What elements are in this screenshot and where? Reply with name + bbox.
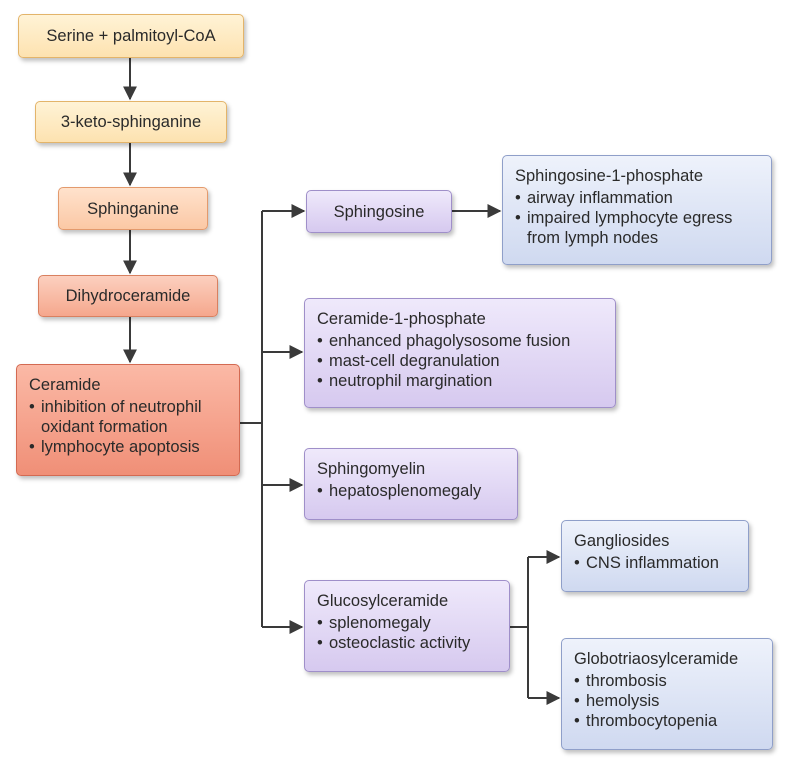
- ceramide-effect: lymphocyte apoptosis: [29, 437, 229, 457]
- node-title: Gangliosides: [574, 532, 670, 550]
- node-label: Dihydroceramide: [65, 287, 191, 305]
- node-label: Serine + palmitoyl-CoA: [46, 27, 216, 45]
- node-label: 3-keto-sphinganine: [60, 113, 202, 131]
- node-3-keto-sphinganine: 3-keto-sphinganine: [35, 101, 227, 143]
- node-title: Ceramide: [29, 376, 101, 394]
- glucosylceramide-effect: splenomegaly: [317, 613, 499, 633]
- node-globotriaosylceramide: Globotriaosylceramide thrombosis hemolys…: [561, 638, 773, 750]
- node-title: Ceramide-1-phosphate: [317, 310, 486, 328]
- node-dihydroceramide: Dihydroceramide: [38, 275, 218, 317]
- node-sphingosine: Sphingosine: [306, 190, 452, 233]
- node-ceramide: Ceramide inhibition of neutrophil oxidan…: [16, 364, 240, 476]
- node-sphingomyelin: Sphingomyelin hepatosplenomegaly: [304, 448, 518, 520]
- c1p-effect: mast-cell degranulation: [317, 351, 605, 371]
- node-sphingosine-1-phosphate: Sphingosine-1-phosphate airway inflammat…: [502, 155, 772, 265]
- node-label: Sphingosine: [333, 202, 425, 221]
- node-ceramide-1-phosphate: Ceramide-1-phosphate enhanced phagolysos…: [304, 298, 616, 408]
- node-title: Sphingosine-1-phosphate: [515, 167, 704, 185]
- s1p-effect: airway inflammation: [515, 188, 761, 208]
- s1p-effect-continued: from lymph nodes: [527, 229, 659, 247]
- ceramide-effect-continued: oxidant formation: [41, 418, 168, 436]
- globotriaosylceramide-effect: thrombocytopenia: [574, 711, 762, 731]
- c1p-effect: enhanced phagolysosome fusion: [317, 331, 605, 351]
- globotriaosylceramide-effect: hemolysis: [574, 691, 762, 711]
- node-glucosylceramide: Glucosylceramide splenomegaly osteoclast…: [304, 580, 510, 672]
- globotriaosylceramide-effect: thrombosis: [574, 671, 762, 691]
- sphingomyelin-effect: hepatosplenomegaly: [317, 481, 507, 501]
- node-label: Sphinganine: [87, 199, 179, 218]
- ceramide-effect: inhibition of neutrophil: [29, 397, 229, 417]
- s1p-effect: impaired lymphocyte egress: [515, 208, 761, 228]
- node-title: Sphingomyelin: [317, 460, 426, 478]
- c1p-effect: neutrophil margination: [317, 371, 605, 391]
- node-serine-palmitoyl-coa: Serine + palmitoyl-CoA: [18, 14, 244, 58]
- node-title: Glucosylceramide: [317, 592, 449, 610]
- node-title: Globotriaosylceramide: [574, 650, 739, 668]
- glucosylceramide-effect: osteoclastic activity: [317, 633, 499, 653]
- gangliosides-effect: CNS inflammation: [574, 553, 738, 573]
- node-gangliosides: Gangliosides CNS inflammation: [561, 520, 749, 592]
- node-sphinganine: Sphinganine: [58, 187, 208, 230]
